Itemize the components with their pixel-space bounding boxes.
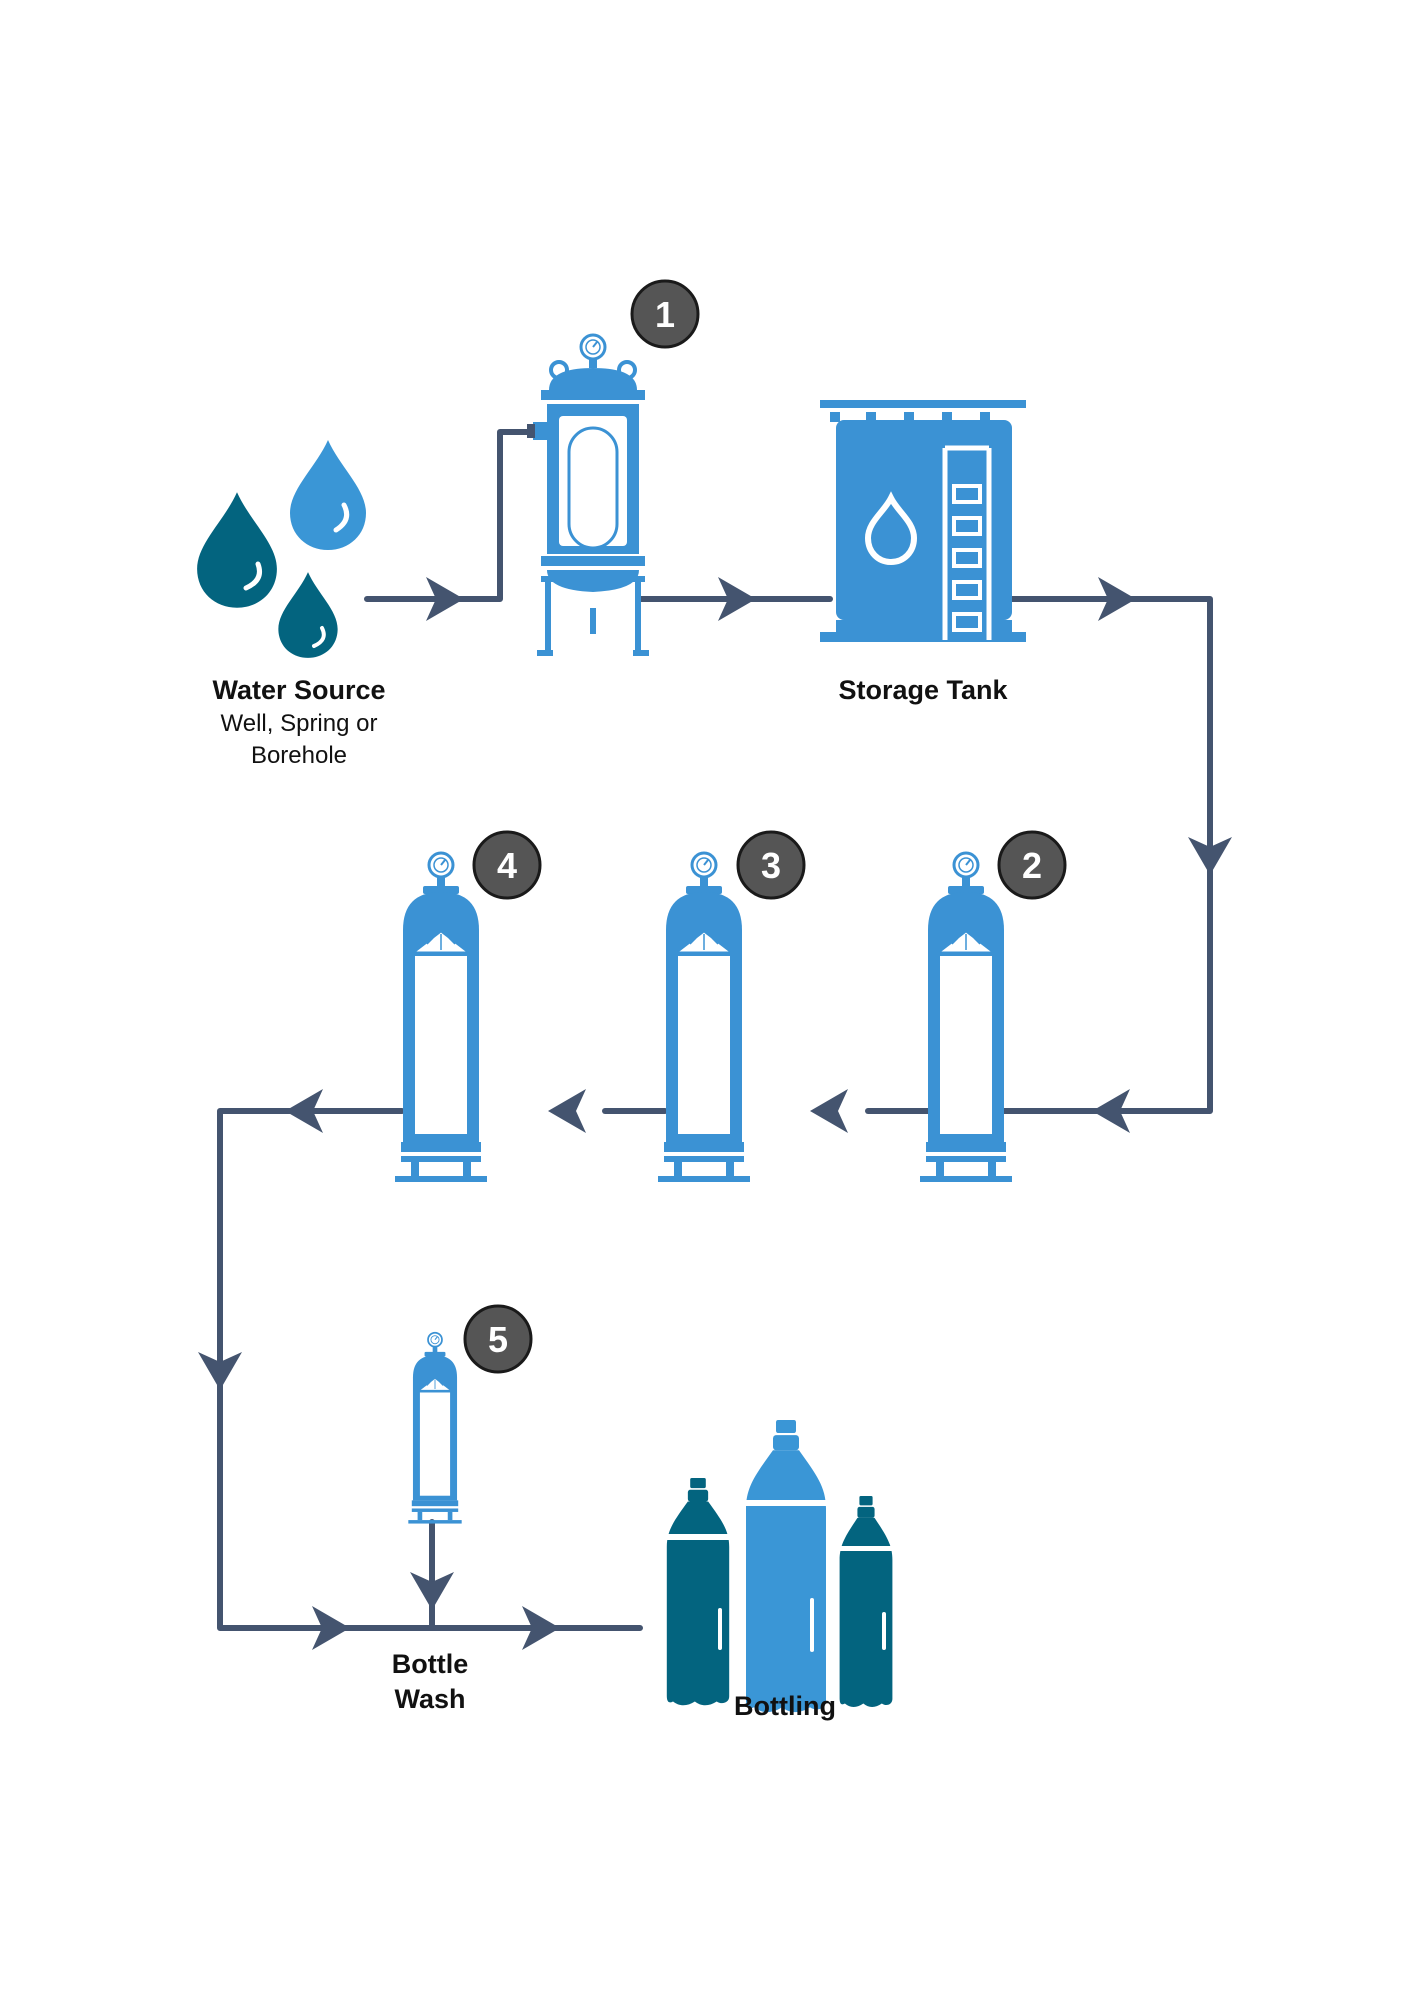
step-badge-5: 5 <box>463 1304 533 1374</box>
step-badge-1: 1 <box>630 279 700 349</box>
bottles-icon <box>666 1420 893 1713</box>
bottle-wash-label: Bottle Wash <box>290 1648 570 1716</box>
svg-text:5: 5 <box>488 1319 508 1360</box>
svg-text:2: 2 <box>1022 845 1042 886</box>
water-drops-icon <box>197 440 366 658</box>
water-source-subtitle-line1: Well, Spring or <box>220 710 378 738</box>
step-badge-3: 3 <box>736 830 806 900</box>
svg-text:4: 4 <box>497 845 517 886</box>
filter-cartridge-icon <box>920 853 1012 1182</box>
arrow-to-filter-4 <box>548 1089 586 1133</box>
pressure-vessel-icon <box>527 333 649 656</box>
arrow-to-filter-3 <box>810 1089 848 1133</box>
bottle-wash-title-line1: Bottle <box>391 1649 469 1679</box>
bottling-label: Bottling <box>734 1691 836 1721</box>
water-source-subtitle-line2: Borehole <box>250 742 348 770</box>
storage-tank-icon <box>820 400 1026 642</box>
storage-tank-label: Storage Tank <box>838 675 1008 705</box>
filter-cartridge-icon <box>658 853 750 1182</box>
svg-text:1: 1 <box>655 294 675 335</box>
svg-text:3: 3 <box>761 845 781 886</box>
small-filter-icon <box>408 1333 461 1524</box>
filter-cartridge-icon <box>395 853 487 1182</box>
water-source-title: Water Source <box>212 675 386 705</box>
step-badge-2: 2 <box>997 830 1067 900</box>
bottle-wash-title-line2: Wash <box>394 1684 466 1715</box>
step-badges: 1 2 3 4 5 <box>463 279 1067 1374</box>
step-badge-4: 4 <box>472 830 542 900</box>
water-source-label: Water Source Well, Spring or Borehole <box>159 674 439 771</box>
